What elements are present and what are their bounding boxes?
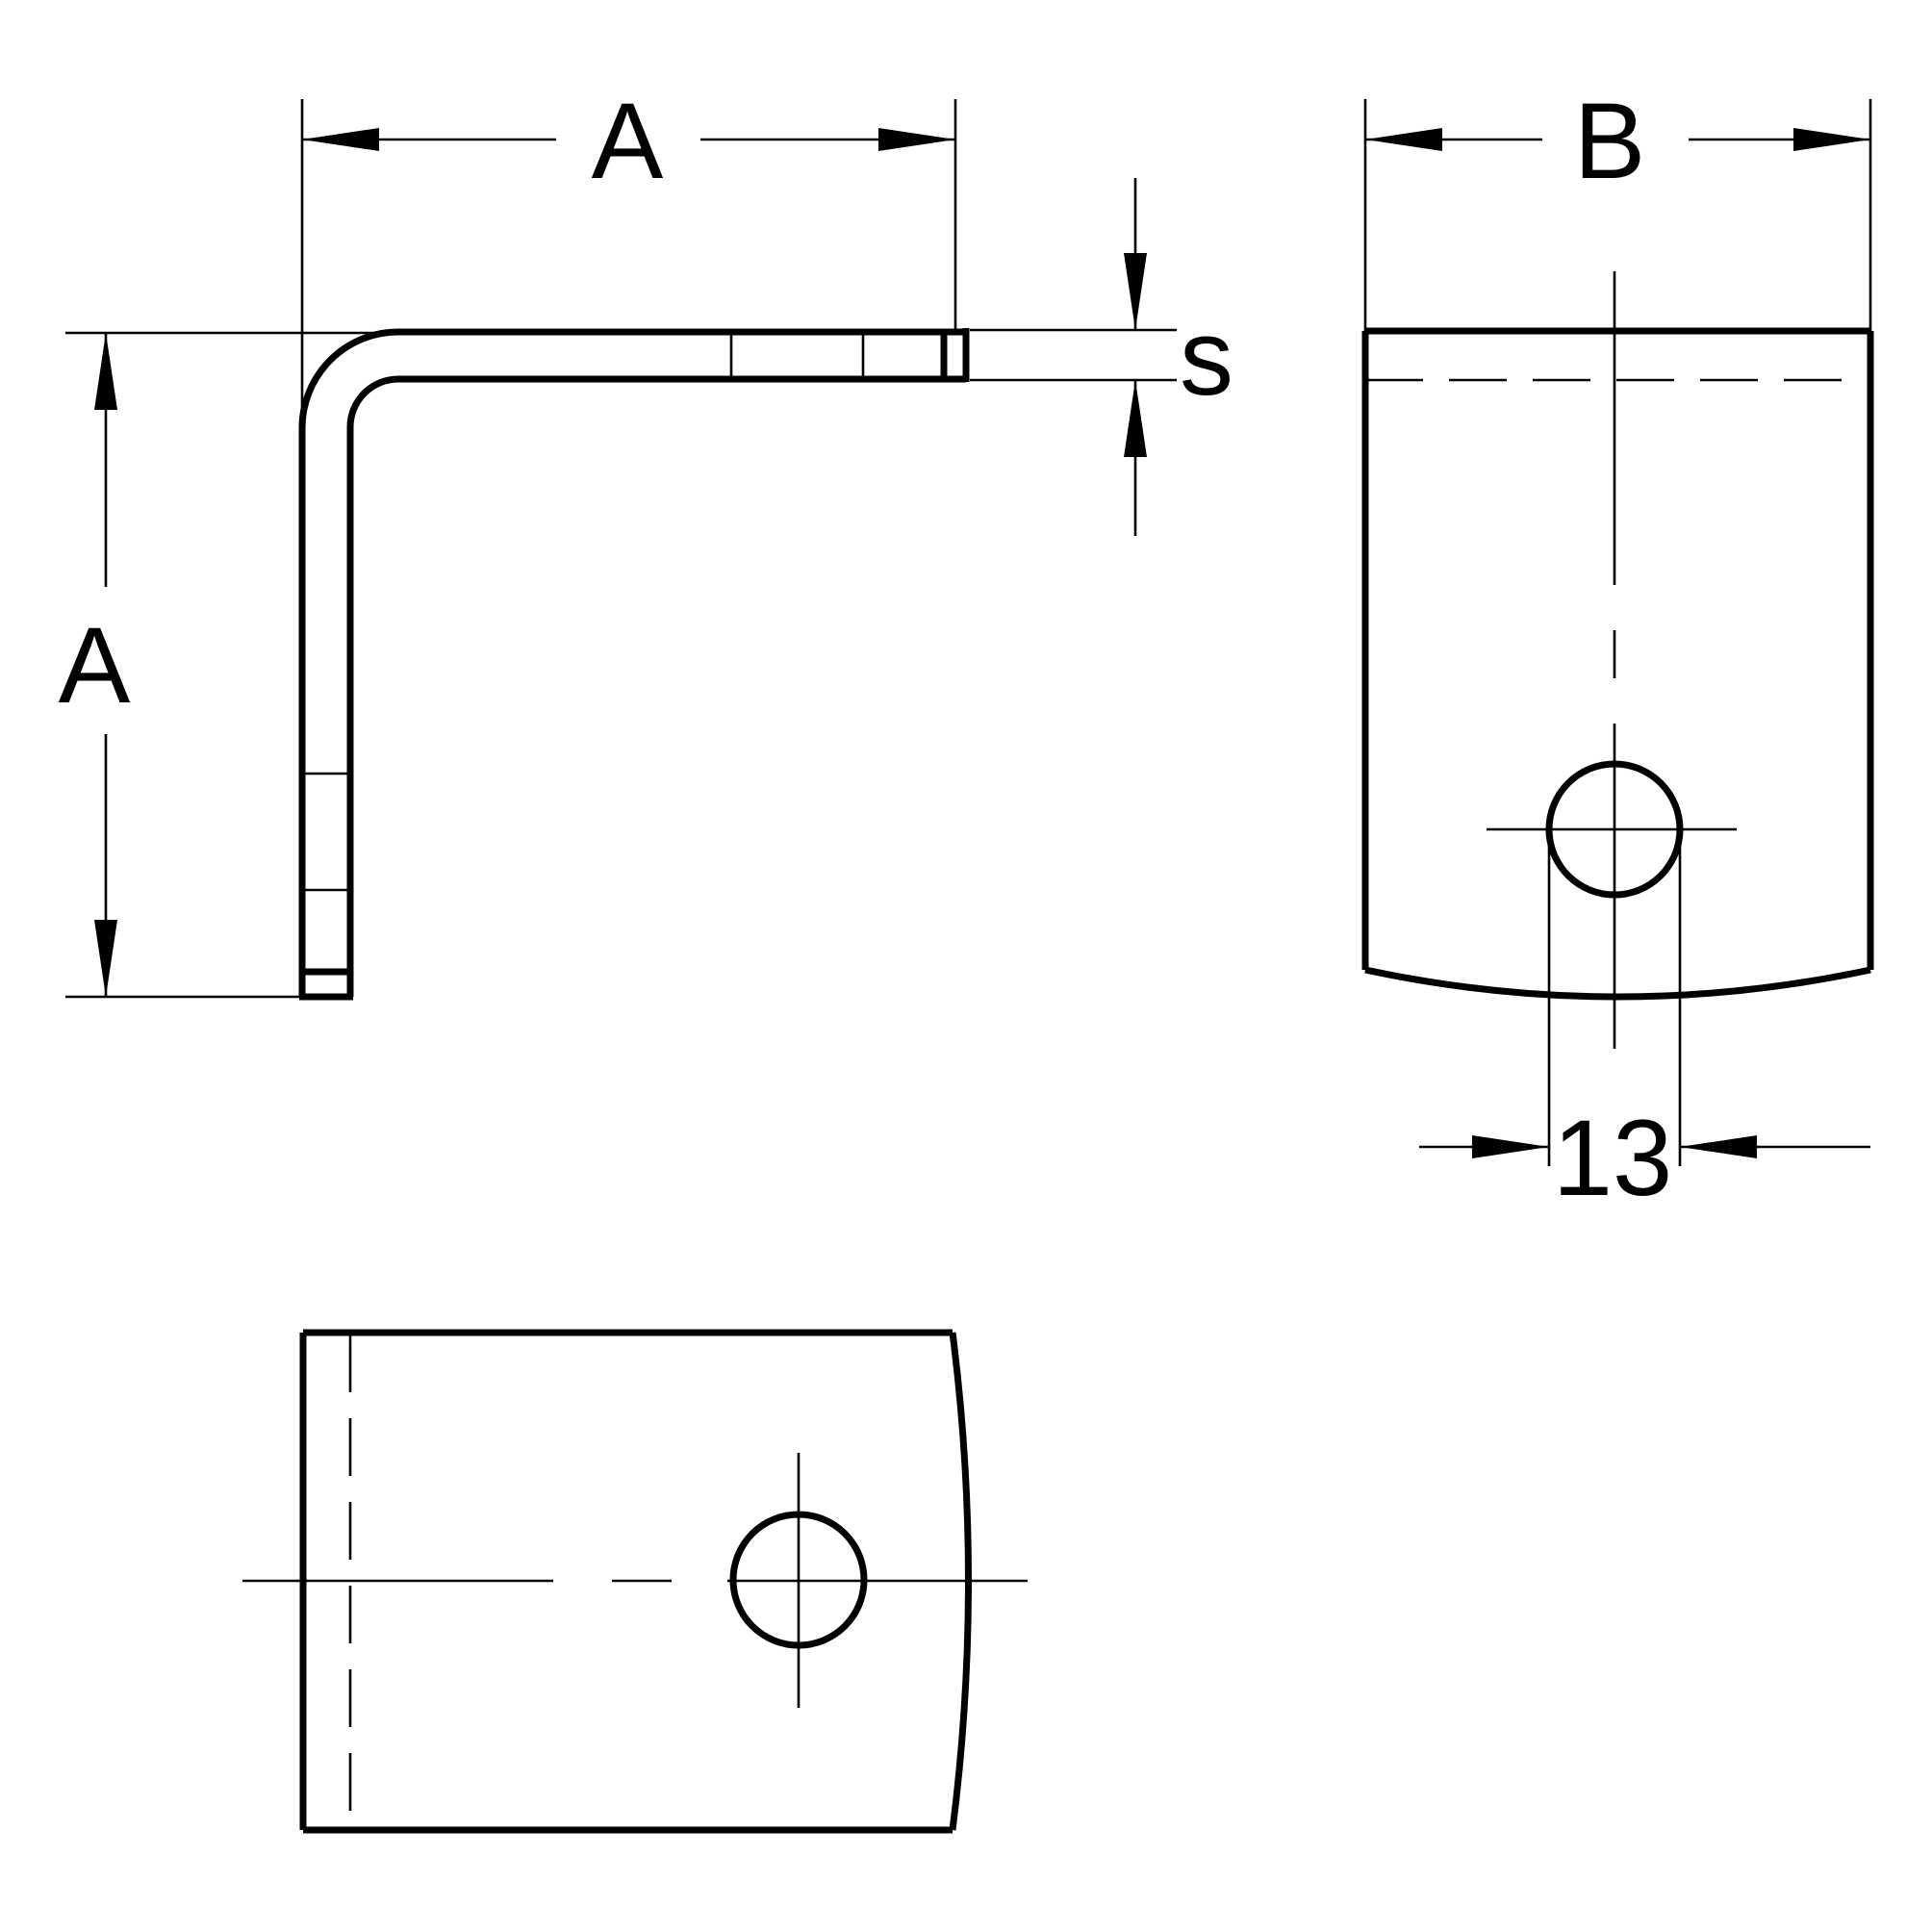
- dimension-a-horizontal: A: [300, 81, 957, 441]
- arrowhead-up: [94, 333, 117, 410]
- dimension-a-vertical: A: [59, 331, 401, 999]
- dimension-label-a-horizontal: A: [592, 81, 664, 201]
- arrowhead-right: [878, 128, 955, 151]
- top-view: [242, 1329, 1028, 1834]
- dimension-b: B: [1363, 81, 1872, 331]
- dimension-label-b: B: [1574, 81, 1646, 201]
- side-view-inner-contour: [346, 375, 966, 997]
- side-view-outer-contour: [298, 328, 966, 997]
- arrowhead-left: [1365, 128, 1442, 151]
- side-view: [298, 328, 970, 1001]
- dimension-hole-13: 13: [1419, 833, 1870, 1218]
- arrowhead-down: [1124, 253, 1147, 330]
- arrowhead-up: [1124, 380, 1147, 457]
- arrowhead-right: [1793, 128, 1870, 151]
- dimension-label-13: 13: [1553, 1098, 1673, 1218]
- arrowhead-down: [94, 920, 117, 997]
- front-view: [1361, 271, 1874, 1049]
- front-view-bottom-curved-edge: [1364, 966, 1871, 1001]
- dimension-label-a-vertical: A: [59, 605, 131, 725]
- dimension-label-s: s: [1180, 297, 1233, 418]
- arrowhead-left: [1680, 1135, 1757, 1158]
- arrowhead-left: [302, 128, 379, 151]
- arrowhead-right: [1472, 1135, 1549, 1158]
- dimension-s: s: [970, 178, 1233, 536]
